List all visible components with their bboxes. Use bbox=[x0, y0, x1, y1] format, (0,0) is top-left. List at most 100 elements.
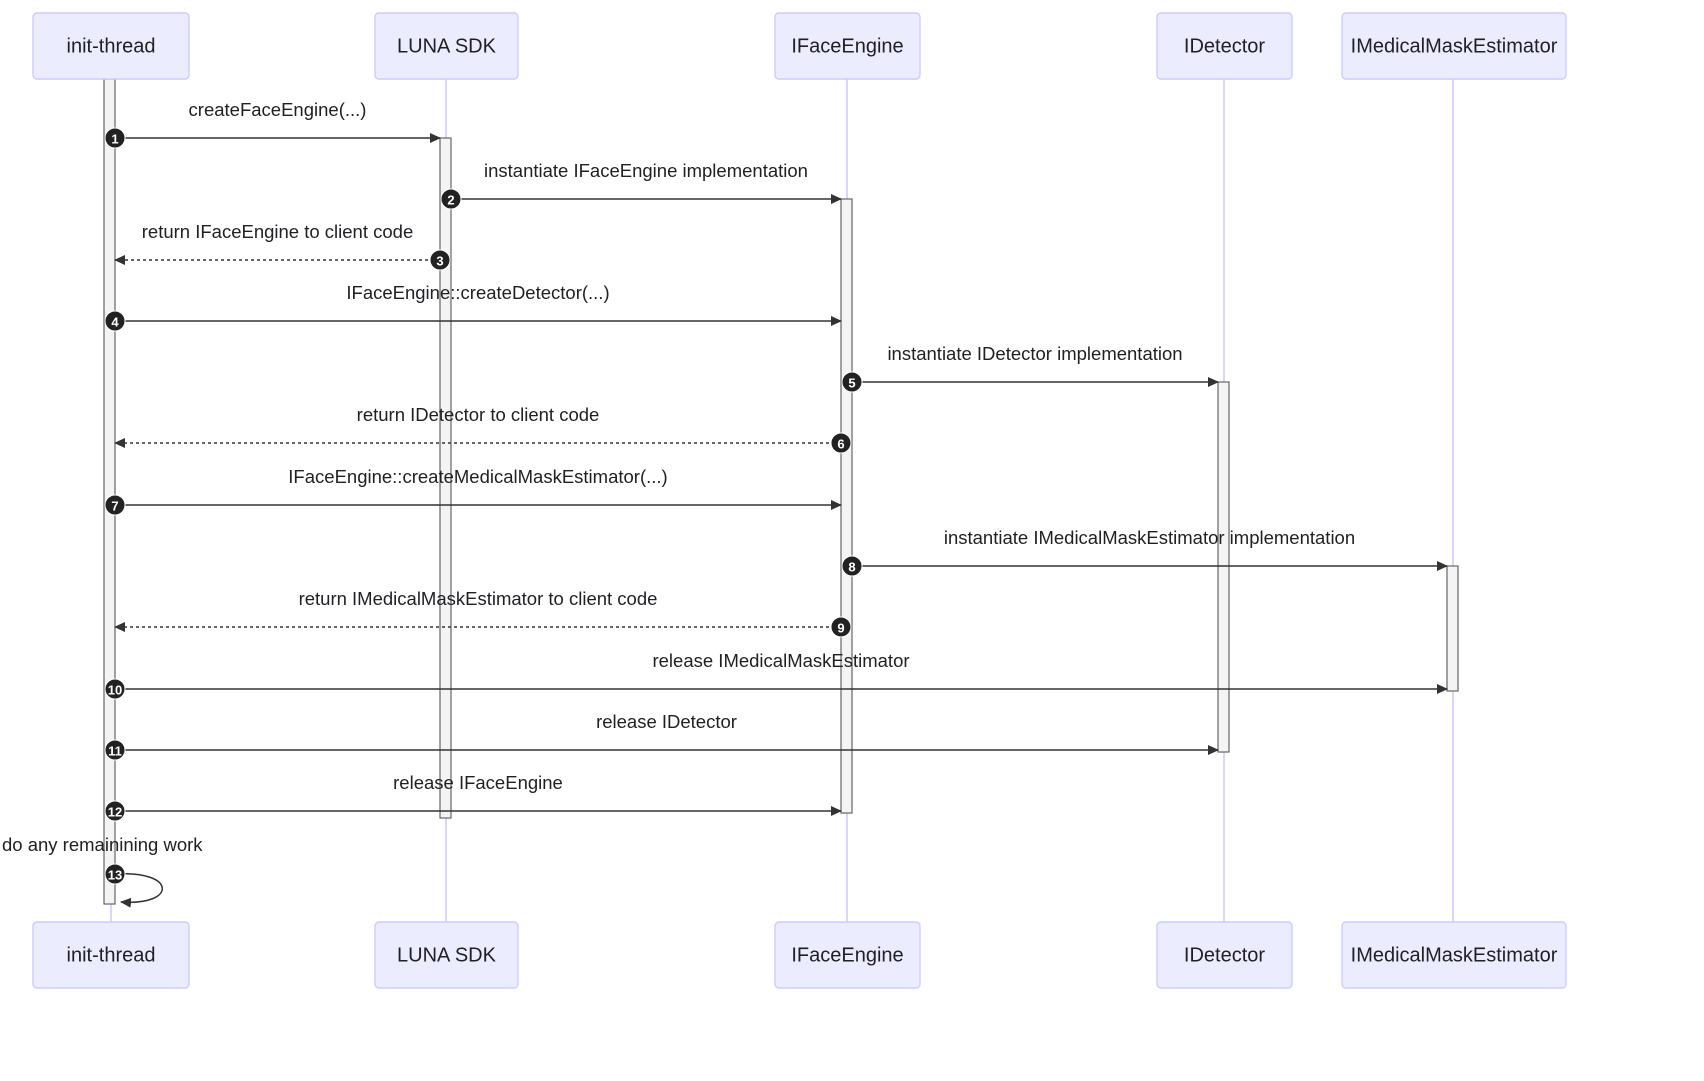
sequence-number-2: 2 bbox=[440, 188, 462, 210]
message-label: instantiate IFaceEngine implementation bbox=[484, 160, 808, 181]
sequence-number-8: 8 bbox=[841, 555, 863, 577]
activation-bar-iface-engine bbox=[840, 198, 853, 814]
message-label: IFaceEngine::createMedicalMaskEstimator(… bbox=[288, 466, 667, 487]
message-label: createFaceEngine(...) bbox=[189, 99, 367, 120]
sequence-number-circle bbox=[429, 249, 451, 271]
message-label: instantiate IDetector implementation bbox=[887, 343, 1182, 364]
message-9: return IMedicalMaskEstimator to client c… bbox=[114, 588, 841, 632]
activation-bar-idetector bbox=[1217, 381, 1230, 753]
participant-box[interactable] bbox=[1156, 921, 1293, 989]
sequence-number-circle bbox=[830, 616, 852, 638]
message-label: return IMedicalMaskEstimator to client c… bbox=[299, 588, 658, 609]
sequence-number-9: 9 bbox=[830, 616, 852, 638]
sequence-number-circle bbox=[830, 432, 852, 454]
message-label: release IDetector bbox=[596, 711, 737, 732]
participant-box[interactable] bbox=[374, 921, 519, 989]
sequence-number-circle bbox=[841, 555, 863, 577]
sequence-number-1: 1 bbox=[104, 127, 126, 149]
sequence-number-circle bbox=[104, 678, 126, 700]
participant-box[interactable] bbox=[1156, 12, 1293, 80]
sequence-number-text: 1 bbox=[111, 132, 118, 147]
participant-label: IDetector bbox=[1184, 944, 1265, 966]
participant-imedicalmaskestimator-bottom[interactable]: IMedicalMaskEstimator bbox=[1341, 921, 1567, 989]
sequence-number-13: 13 bbox=[104, 863, 126, 885]
message-label: IFaceEngine::createDetector(...) bbox=[346, 282, 609, 303]
actor-boxes-top: init-thread LUNA SDK IFaceEngine IDetector I… bbox=[32, 12, 1567, 80]
message-3: return IFaceEngine to client code bbox=[114, 221, 440, 265]
sequence-number-text: 9 bbox=[837, 621, 844, 636]
sequence-number-5: 5 bbox=[841, 371, 863, 393]
sequence-number-text: 5 bbox=[848, 376, 855, 391]
participant-label: IFaceEngine bbox=[791, 944, 903, 966]
message-7: IFaceEngine::createMedicalMaskEstimator(… bbox=[115, 466, 842, 510]
sequence-number-7: 7 bbox=[104, 494, 126, 516]
sequence-number-6: 6 bbox=[830, 432, 852, 454]
participant-label: init-thread bbox=[67, 944, 156, 966]
activations-group bbox=[103, 78, 1459, 905]
participant-box[interactable] bbox=[32, 921, 190, 989]
self-message-arrow bbox=[114, 873, 163, 908]
sequence-number-text: 10 bbox=[108, 683, 122, 698]
activation-bar-imedicalmaskestimator bbox=[1446, 565, 1459, 692]
participant-label: init-thread bbox=[67, 35, 156, 57]
sequence-number-text: 8 bbox=[848, 560, 855, 575]
lifelines-group bbox=[110, 79, 1454, 922]
message-4: IFaceEngine::createDetector(...) bbox=[115, 282, 842, 326]
participant-label: IMedicalMaskEstimator bbox=[1351, 944, 1558, 966]
participant-box[interactable] bbox=[774, 921, 921, 989]
message-label: return IFaceEngine to client code bbox=[142, 221, 414, 242]
message-label: release IFaceEngine bbox=[393, 772, 563, 793]
participant-box[interactable] bbox=[774, 12, 921, 80]
message-10: release IMedicalMaskEstimator bbox=[115, 650, 1448, 694]
message-label: return IDetector to client code bbox=[357, 404, 600, 425]
message-11: release IDetector bbox=[115, 711, 1219, 755]
activation-bar-luna-sdk bbox=[439, 137, 452, 819]
sequence-number-circle bbox=[104, 739, 126, 761]
participant-label: LUNA SDK bbox=[397, 944, 497, 966]
participant-label: LUNA SDK bbox=[397, 35, 497, 57]
message-label: do any remainining work bbox=[2, 834, 203, 855]
message-label: release IMedicalMaskEstimator bbox=[652, 650, 909, 671]
participant-label: IDetector bbox=[1184, 35, 1265, 57]
sequence-number-circle bbox=[440, 188, 462, 210]
participant-luna-sdk-bottom[interactable]: LUNA SDK bbox=[374, 921, 519, 989]
sequence-number-text: 7 bbox=[111, 499, 118, 514]
sequence-number-12: 12 bbox=[104, 800, 126, 822]
participant-iface-engine-top[interactable]: IFaceEngine bbox=[774, 12, 921, 80]
participant-box[interactable] bbox=[32, 12, 190, 80]
sequence-number-circle bbox=[104, 863, 126, 885]
sequence-number-text: 3 bbox=[436, 254, 443, 269]
messages-group: createFaceEngine(...) instantiate IFaceEn… bbox=[2, 99, 1448, 908]
participant-idetector-top[interactable]: IDetector bbox=[1156, 12, 1293, 80]
participant-box[interactable] bbox=[1341, 12, 1567, 80]
participant-idetector-bottom[interactable]: IDetector bbox=[1156, 921, 1293, 989]
participant-box[interactable] bbox=[1341, 921, 1567, 989]
sequence-number-circle bbox=[104, 494, 126, 516]
participant-label: IMedicalMaskEstimator bbox=[1351, 35, 1558, 57]
participant-iface-engine-bottom[interactable]: IFaceEngine bbox=[774, 921, 921, 989]
message-label: instantiate IMedicalMaskEstimator implem… bbox=[944, 527, 1355, 548]
sequence-number-text: 11 bbox=[108, 744, 122, 759]
message-6: return IDetector to client code bbox=[114, 404, 841, 448]
sequence-number-circle bbox=[104, 127, 126, 149]
activation-bar-init-thread bbox=[103, 78, 116, 905]
sequence-number-3: 3 bbox=[429, 249, 451, 271]
sequence-number-text: 2 bbox=[447, 193, 454, 208]
participant-init-thread-bottom[interactable]: init-thread bbox=[32, 921, 190, 989]
participant-box[interactable] bbox=[374, 12, 519, 80]
actor-boxes-bottom: init-thread LUNA SDK IFaceEngine IDetector I… bbox=[32, 921, 1567, 989]
message-5: instantiate IDetector implementation bbox=[852, 343, 1219, 387]
sequence-number-4: 4 bbox=[104, 310, 126, 332]
sequence-number-text: 12 bbox=[108, 805, 122, 820]
sequence-number-text: 4 bbox=[111, 315, 119, 330]
participant-luna-sdk-top[interactable]: LUNA SDK bbox=[374, 12, 519, 80]
participant-label: IFaceEngine bbox=[791, 35, 903, 57]
participant-imedicalmaskestimator-top[interactable]: IMedicalMaskEstimator bbox=[1341, 12, 1567, 80]
sequence-number-circle bbox=[104, 800, 126, 822]
message-13: do any remainining work bbox=[2, 834, 203, 908]
message-12: release IFaceEngine bbox=[115, 772, 842, 816]
participant-init-thread-top[interactable]: init-thread bbox=[32, 12, 190, 80]
